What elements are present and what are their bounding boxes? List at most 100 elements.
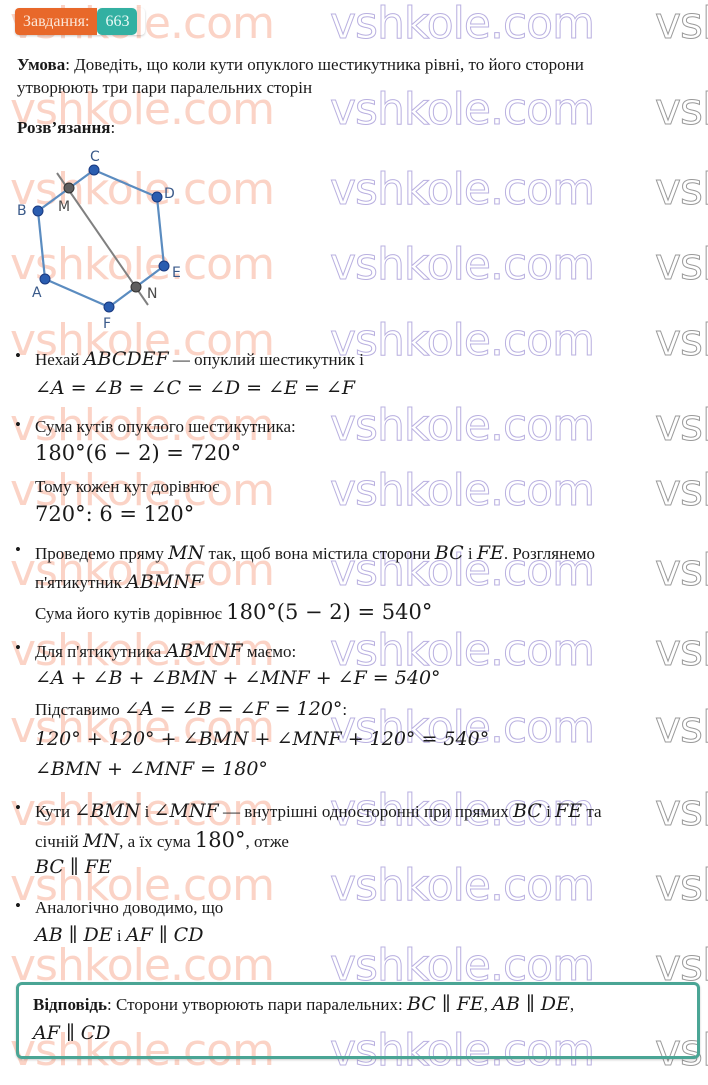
step-2-equation-2: 720°: 6 = 120° — [35, 502, 195, 526]
step-text: Проведемо пряму — [35, 544, 169, 563]
watermark-text: vsl — [654, 625, 708, 677]
watermark-text: vsl — [654, 0, 708, 50]
step-math: ∠BMN — [74, 800, 141, 822]
solution-colon: : — [110, 118, 116, 137]
step-text: і — [541, 802, 556, 821]
answer-label: Відповідь — [33, 995, 108, 1014]
watermark-text: vsl — [654, 545, 708, 597]
answer-line-1: Відповідь: Сторони утворюють пари парале… — [33, 993, 574, 1015]
step-text: Нехай — [35, 350, 84, 369]
task-number: 663 — [97, 8, 138, 35]
step-text: маємо: — [242, 642, 297, 661]
task-badge-label: Завдання: — [15, 8, 98, 35]
watermark-text: vshkole.com — [330, 860, 596, 912]
watermark-text: vsl — [654, 239, 708, 291]
label-m: M — [58, 199, 70, 215]
step-3-line-3: Сума його кутів дорівнює 180°(5 − 2) = 5… — [35, 600, 432, 624]
step-text: — внутрішні односторонні при прямих — [218, 802, 513, 821]
step-5-conclusion: BC ∥ FE — [35, 856, 112, 878]
bullet: • — [15, 346, 21, 365]
step-1-line-1: Нехай ABCDEF — опуклий шестикутник і — [35, 348, 364, 370]
step-4-equation-2: 120° + 120° + ∠BMN + ∠MNF + 120° = 540° — [35, 728, 490, 750]
bullet: • — [15, 540, 21, 559]
step-text: , а їх сума — [119, 832, 195, 851]
label-d: D — [164, 186, 175, 202]
task-condition: Умова: Доведіть, що коли кути опуклого ш… — [17, 53, 697, 99]
step-text: січній — [35, 832, 83, 851]
step-text: : — [342, 700, 348, 719]
step-math: MN — [168, 542, 205, 564]
step-math: 180° — [194, 828, 246, 852]
step-6-line-1: Аналогічно доводимо, що — [35, 898, 224, 917]
label-b: B — [17, 203, 27, 219]
watermark-text: vshkole.com — [330, 164, 596, 216]
vertex-f — [103, 301, 115, 313]
answer-math: BC ∥ FE — [406, 993, 484, 1015]
hexagon-diagram: C D B M E A N F — [17, 149, 181, 332]
step-4-line-3: Підставимо ∠A = ∠B = ∠F = 120°: — [35, 698, 347, 720]
label-n: N — [147, 286, 157, 302]
vertex-b — [32, 205, 44, 217]
bullet: • — [15, 798, 21, 817]
step-text: п'ятикутник — [35, 573, 127, 592]
step-4-equation-1: ∠A + ∠B + ∠BMN + ∠MNF + ∠F = 540° — [35, 667, 441, 689]
step-4-line-1: Для п'ятикутника ABMNF маємо: — [35, 640, 296, 662]
watermark-text: vshkole.com — [330, 239, 596, 291]
step-text: Кути — [35, 802, 75, 821]
watermark-text: vshkole.com — [330, 400, 596, 452]
answer-text: : Сторони утворюють пари паралельних: — [107, 995, 407, 1014]
vertex-e — [158, 260, 170, 272]
step-5-line-1: Кути ∠BMN і ∠MNF — внутрішні односторонн… — [35, 800, 602, 822]
step-text: . Розглянемо — [503, 544, 595, 563]
step-text: і — [463, 544, 477, 563]
step-text: , отже — [245, 832, 289, 851]
watermark-text: vsl — [654, 315, 708, 367]
step-2-line-3: Тому кожен кут дорівнює — [35, 477, 220, 496]
step-text: так, щоб вона містила сторони — [204, 544, 435, 563]
vertex-a — [39, 273, 51, 285]
label-c: C — [90, 149, 100, 165]
condition-label: Умова — [17, 55, 66, 74]
step-text: — опуклий шестикутник і — [168, 350, 364, 369]
step-2-equation-1: 180°(6 − 2) = 720° — [35, 441, 242, 465]
step-text: Сума його кутів дорівнює — [35, 604, 227, 623]
label-e: E — [172, 265, 181, 281]
step-5-line-2: січній MN, а їх сума 180°, отже — [35, 828, 289, 852]
point-n — [130, 281, 142, 293]
watermark-text: vsl — [654, 465, 708, 517]
watermark-text: vsl — [654, 785, 708, 837]
step-math: 180°(5 − 2) = 540° — [226, 600, 433, 624]
step-text: і — [112, 926, 126, 945]
step-math: ABMNF — [165, 640, 243, 662]
step-text: та — [582, 802, 602, 821]
point-m — [63, 182, 75, 194]
watermark-text: vsl — [654, 400, 708, 452]
step-text: Для п'ятикутника — [35, 642, 166, 661]
bullet: • — [15, 896, 21, 915]
condition-text-line1: : Доведіть, що коли кути опуклого шестик… — [65, 55, 584, 74]
watermark-text: vshkole.com — [330, 315, 596, 367]
step-text: і — [140, 802, 154, 821]
answer-text: , — [483, 995, 493, 1014]
step-math: ∠A = ∠B = ∠F = 120° — [124, 698, 343, 720]
condition-text-line2: утворюють три пари паралельних сторін — [17, 78, 313, 97]
step-6-line-2: AB ∥ DE і AF ∥ CD — [35, 924, 203, 946]
step-math: BC — [512, 800, 542, 822]
bullet: • — [15, 415, 21, 434]
step-math: MN — [83, 830, 120, 852]
step-math: ABCDEF — [83, 348, 169, 370]
step-math: AF ∥ CD — [125, 924, 204, 946]
watermark-text: vsl — [654, 860, 708, 912]
step-math: ABMNF — [126, 571, 204, 593]
answer-text: , — [569, 995, 575, 1014]
watermark-text: vshkole.com — [330, 465, 596, 517]
solution-label: Розв’язання — [17, 118, 111, 137]
solution-heading: Розв’язання: — [17, 118, 115, 138]
step-1-equation: ∠A = ∠B = ∠C = ∠D = ∠E = ∠F — [35, 377, 356, 399]
task-badge: Завдання: 663 — [15, 8, 145, 35]
vertex-d — [151, 191, 163, 203]
step-math: FE — [555, 800, 583, 822]
step-math: BC — [434, 542, 464, 564]
bullet: • — [15, 638, 21, 657]
step-3-line-2: п'ятикутник ABMNF — [35, 571, 203, 593]
